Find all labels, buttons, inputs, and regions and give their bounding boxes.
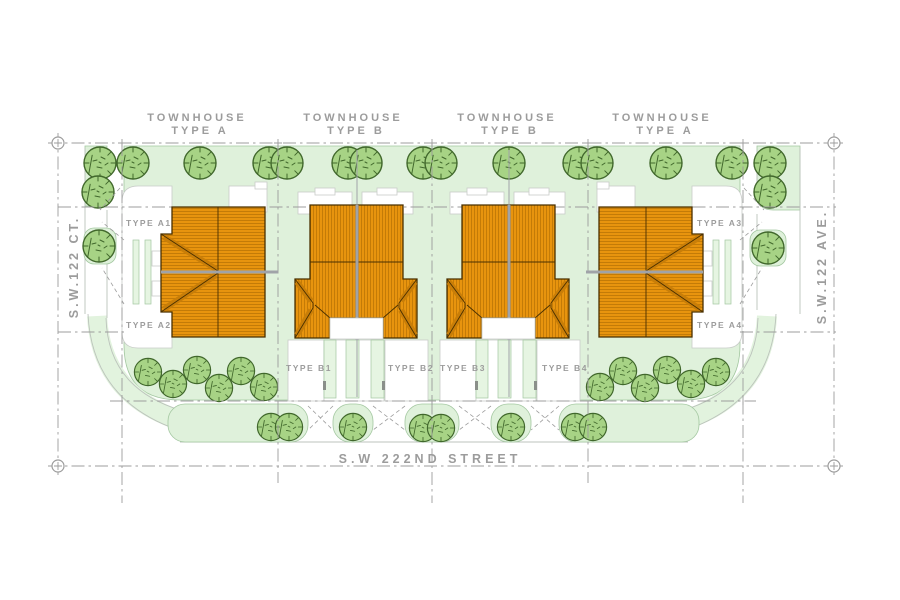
unit-label-b1: TYPE B1 [286, 363, 332, 373]
labels-layer: TOWNHOUSE TYPE A TOWNHOUSE TYPE B TOWNHO… [67, 112, 829, 466]
corner-swale-left [87, 315, 183, 430]
column-header-2: TOWNHOUSE TYPE B [303, 112, 409, 137]
stoop [702, 280, 713, 297]
sight-lines [99, 187, 765, 431]
building-type-a-west [161, 207, 278, 337]
entry-notch [329, 317, 384, 340]
intersection-ticks [118, 139, 747, 405]
column-header-1: TOWNHOUSE TYPE A [147, 112, 253, 137]
street-name-left: S.W.122 CT. [67, 216, 81, 318]
unit-label-a2: TYPE A2 [126, 320, 172, 330]
entry-notch [481, 317, 536, 340]
stoop [151, 280, 162, 297]
column-header-4: TOWNHOUSE TYPE A [612, 112, 718, 137]
unit-label-a4: TYPE A4 [697, 320, 743, 330]
centerlines-layer [48, 133, 846, 503]
driveways [287, 339, 581, 402]
street-name-right: S.W.122 AVE. [815, 210, 829, 325]
unit-label-a3: TYPE A3 [697, 218, 743, 228]
column-header-3: TOWNHOUSE TYPE B [457, 112, 563, 137]
corner-swale-right [681, 315, 777, 430]
stoop [702, 250, 713, 267]
unit-label-b4: TYPE B4 [542, 363, 588, 373]
building-type-a-east [586, 207, 703, 337]
street-name-bottom: S.W 222ND STREET [339, 452, 522, 466]
buildings-layer [161, 150, 703, 397]
unit-label-a1: TYPE A1 [126, 218, 172, 228]
unit-label-b2: TYPE B2 [388, 363, 434, 373]
unit-label-b3: TYPE B3 [440, 363, 486, 373]
stoop [151, 250, 162, 267]
survey-marker [51, 136, 841, 473]
